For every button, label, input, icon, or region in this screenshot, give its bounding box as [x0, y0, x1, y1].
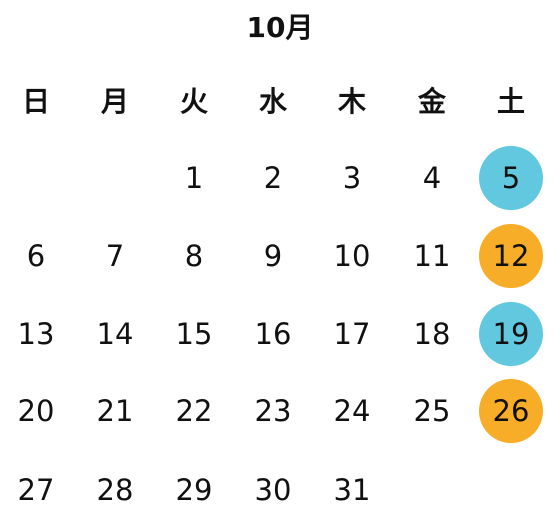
day-25[interactable]: 25	[413, 394, 451, 428]
day-17[interactable]: 17	[333, 317, 371, 351]
day-8[interactable]: 8	[184, 239, 204, 273]
weekday-sat: 土	[496, 85, 525, 118]
weekday-mon: 月	[100, 85, 129, 118]
day-30[interactable]: 30	[254, 473, 292, 507]
weekday-thu: 木	[337, 85, 366, 118]
day-18[interactable]: 18	[413, 317, 451, 351]
day-4[interactable]: 4	[422, 161, 442, 195]
day-11[interactable]: 11	[413, 239, 451, 273]
month-title: 10月	[246, 11, 314, 44]
day-12[interactable]: 12	[479, 224, 543, 288]
day-28[interactable]: 28	[96, 473, 134, 507]
day-16[interactable]: 16	[254, 317, 292, 351]
day-31[interactable]: 31	[333, 473, 371, 507]
day-7[interactable]: 7	[105, 239, 125, 273]
day-10[interactable]: 10	[333, 239, 371, 273]
day-20[interactable]: 20	[17, 394, 55, 428]
day-14[interactable]: 14	[96, 317, 134, 351]
weekday-tue: 火	[179, 85, 208, 118]
weekday-sun: 日	[21, 85, 50, 118]
day-22[interactable]: 22	[175, 394, 213, 428]
day-2[interactable]: 2	[263, 161, 283, 195]
weekday-fri: 金	[417, 85, 446, 118]
day-26[interactable]: 26	[479, 379, 543, 443]
day-6[interactable]: 6	[26, 239, 46, 273]
day-23[interactable]: 23	[254, 394, 292, 428]
day-15[interactable]: 15	[175, 317, 213, 351]
day-27[interactable]: 27	[17, 473, 55, 507]
day-24[interactable]: 24	[333, 394, 371, 428]
day-19[interactable]: 19	[479, 302, 543, 366]
weekday-wed: 水	[258, 85, 287, 118]
day-21[interactable]: 21	[96, 394, 134, 428]
day-9[interactable]: 9	[263, 239, 283, 273]
day-13[interactable]: 13	[17, 317, 55, 351]
day-3[interactable]: 3	[342, 161, 362, 195]
day-1[interactable]: 1	[184, 161, 204, 195]
day-5[interactable]: 5	[479, 146, 543, 210]
day-29[interactable]: 29	[175, 473, 213, 507]
